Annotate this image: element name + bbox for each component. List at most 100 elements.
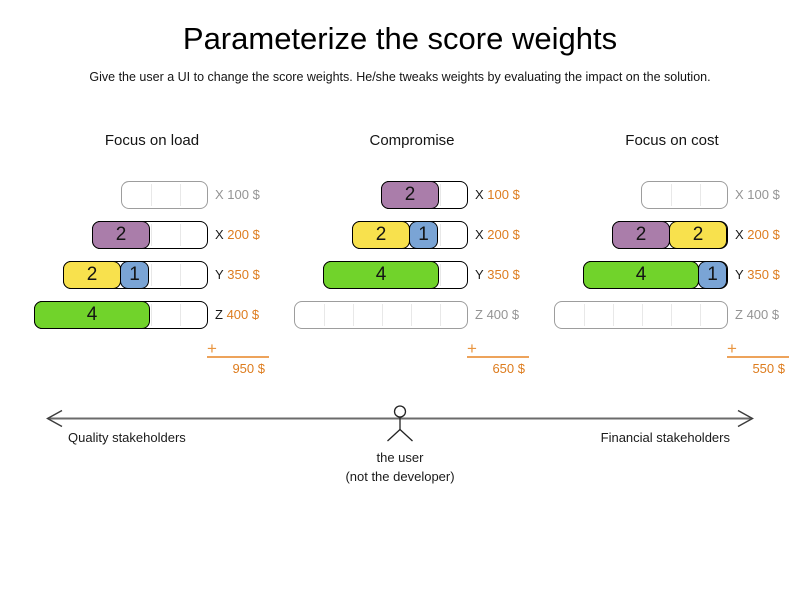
weight-bar: 2 bbox=[381, 181, 468, 209]
score-block-blue: 1 bbox=[120, 261, 149, 289]
column-title: Focus on load bbox=[104, 132, 200, 149]
sum-line bbox=[727, 356, 789, 358]
row-label: Z 400 $ bbox=[215, 301, 259, 329]
weight-bar bbox=[294, 301, 468, 329]
constraint-letter: Y bbox=[735, 267, 744, 282]
score-block-green: 4 bbox=[34, 301, 150, 329]
sum-line bbox=[467, 356, 529, 358]
total-amount: 950 $ bbox=[232, 361, 265, 376]
financial-stakeholders-label: Financial stakeholders bbox=[600, 430, 730, 445]
plus-sign: + bbox=[207, 339, 217, 358]
unit-separator bbox=[151, 224, 152, 246]
right-arrowhead-icon bbox=[737, 409, 754, 428]
score-blocks: 2 bbox=[92, 221, 150, 249]
unit-separator bbox=[613, 304, 614, 326]
diagram-title: Parameterize the score weights bbox=[182, 21, 618, 56]
weight-bar: 4 bbox=[34, 301, 208, 329]
total-amount: 550 $ bbox=[752, 361, 785, 376]
row-label: X 100 $ bbox=[475, 181, 520, 209]
user-caption-line2: (not the developer) bbox=[345, 469, 455, 484]
left-arrowhead-icon bbox=[46, 409, 63, 428]
weight-bar bbox=[554, 301, 728, 329]
constraint-amount: 400 $ bbox=[746, 307, 780, 322]
row-label: Y 350 $ bbox=[475, 261, 520, 289]
unit-separator bbox=[642, 304, 643, 326]
constraint-letter: Z bbox=[475, 307, 483, 322]
unit-separator bbox=[440, 264, 441, 286]
unit-separator bbox=[180, 184, 181, 206]
unit-separator bbox=[700, 184, 701, 206]
total-amount: 650 $ bbox=[492, 361, 525, 376]
unit-separator bbox=[151, 264, 152, 286]
weight-bar bbox=[121, 181, 208, 209]
constraint-letter: X bbox=[475, 187, 484, 202]
constraint-amount: 350 $ bbox=[747, 267, 780, 282]
plus-sign: + bbox=[467, 339, 477, 358]
score-block-purple: 2 bbox=[612, 221, 670, 249]
score-block-blue: 1 bbox=[409, 221, 438, 249]
constraint-letter: X bbox=[215, 187, 224, 202]
unit-separator bbox=[353, 304, 354, 326]
constraint-amount: 350 $ bbox=[487, 267, 520, 282]
row-label: Y 350 $ bbox=[215, 261, 260, 289]
score-block-yellow: 2 bbox=[669, 221, 727, 249]
row-label: X 100 $ bbox=[735, 181, 780, 209]
row-label: X 200 $ bbox=[735, 221, 780, 249]
unit-separator bbox=[382, 304, 383, 326]
unit-separator bbox=[440, 304, 441, 326]
constraint-amount: 100 $ bbox=[747, 187, 780, 202]
unit-separator bbox=[151, 184, 152, 206]
constraint-letter: X bbox=[735, 187, 744, 202]
sum-block: +650 $ bbox=[467, 337, 529, 376]
row-label: Z 400 $ bbox=[475, 301, 519, 329]
row-label: Y 350 $ bbox=[735, 261, 780, 289]
constraint-letter: X bbox=[475, 227, 484, 242]
constraint-amount: 200 $ bbox=[227, 227, 260, 242]
score-block-yellow: 2 bbox=[63, 261, 121, 289]
constraint-amount: 100 $ bbox=[487, 187, 520, 202]
score-blocks: 4 bbox=[34, 301, 150, 329]
constraint-amount: 400 $ bbox=[486, 307, 520, 322]
constraint-letter: Y bbox=[215, 267, 224, 282]
weight-bar: 4 bbox=[323, 261, 468, 289]
constraint-letter: X bbox=[215, 227, 224, 242]
constraint-amount: 200 $ bbox=[487, 227, 520, 242]
score-blocks: 4 bbox=[323, 261, 439, 289]
constraint-amount: 400 $ bbox=[226, 307, 260, 322]
score-block-purple: 2 bbox=[381, 181, 439, 209]
row-label: Z 400 $ bbox=[735, 301, 779, 329]
user-caption-line1: the user bbox=[376, 450, 424, 465]
constraint-letter: Y bbox=[475, 267, 484, 282]
sum-line bbox=[207, 356, 269, 358]
unit-separator bbox=[671, 304, 672, 326]
weight-bar: 2 bbox=[92, 221, 208, 249]
constraint-letter: Z bbox=[735, 307, 743, 322]
constraint-amount: 200 $ bbox=[747, 227, 780, 242]
score-block-purple: 2 bbox=[92, 221, 150, 249]
unit-separator bbox=[440, 184, 441, 206]
user-actor-icon bbox=[387, 405, 413, 442]
score-block-green: 4 bbox=[583, 261, 699, 289]
unit-separator bbox=[440, 224, 441, 246]
unit-separator bbox=[151, 304, 152, 326]
constraint-letter: X bbox=[735, 227, 744, 242]
unit-separator bbox=[584, 304, 585, 326]
constraint-amount: 100 $ bbox=[227, 187, 260, 202]
diagram-subtitle: Give the user a UI to change the score w… bbox=[89, 70, 711, 84]
score-block-green: 4 bbox=[323, 261, 439, 289]
unit-separator bbox=[180, 264, 181, 286]
unit-separator bbox=[324, 304, 325, 326]
score-block-blue: 1 bbox=[698, 261, 727, 289]
weight-bar bbox=[641, 181, 728, 209]
